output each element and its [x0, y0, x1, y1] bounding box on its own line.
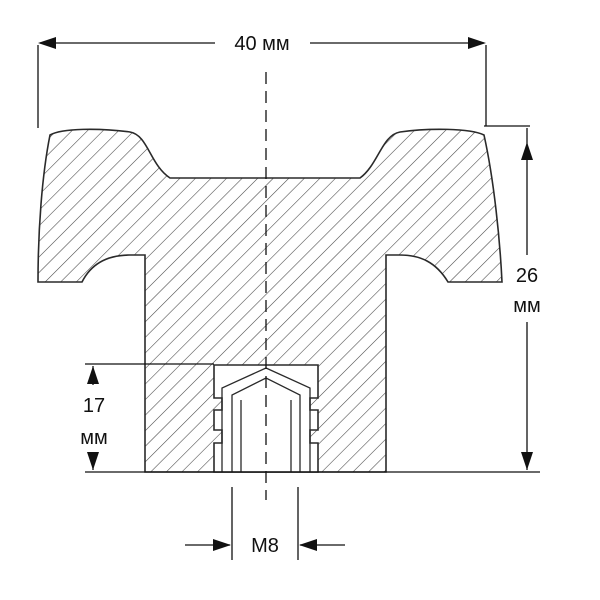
thread-arrow-right: [299, 539, 317, 551]
overall-height-unit: мм: [513, 295, 541, 317]
overall-height-value: 26: [516, 265, 538, 287]
depth-arrow-top: [87, 366, 99, 384]
thread-size-label: M8: [251, 535, 279, 557]
insert-depth-unit: мм: [80, 427, 108, 449]
height-arrow-top: [521, 142, 533, 160]
overall-width-label: 40 мм: [234, 33, 289, 55]
height-arrow-bottom: [521, 452, 533, 470]
knob-body-section: [37, 128, 503, 473]
width-arrow-left: [38, 37, 56, 49]
width-arrow-right: [468, 37, 486, 49]
depth-arrow-bottom: [87, 452, 99, 470]
insert-depth-value: 17: [83, 395, 105, 417]
thread-arrow-left: [213, 539, 231, 551]
